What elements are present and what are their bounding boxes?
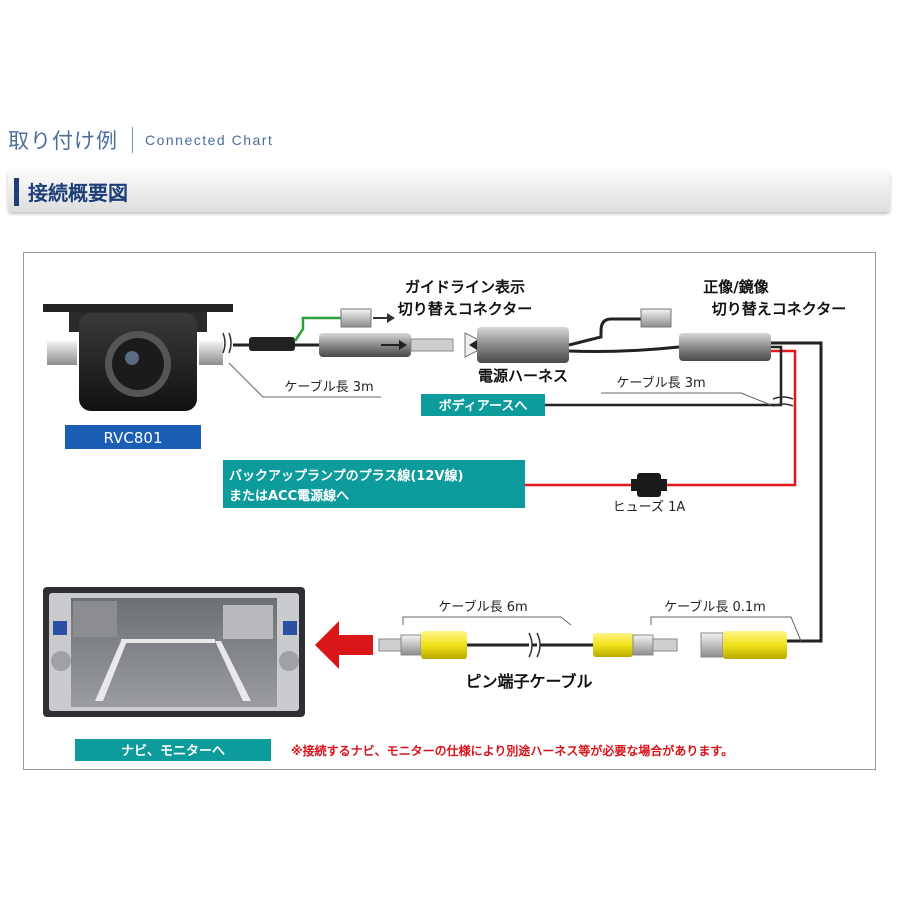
cable-harness-to-mirror xyxy=(568,345,680,353)
section-accent xyxy=(14,178,19,206)
fuse-label: ヒューズ 1A xyxy=(613,499,686,515)
connect-arrow-right xyxy=(399,340,407,350)
wire-red xyxy=(661,349,797,487)
header-title-jp: 取り付け例 xyxy=(8,129,118,153)
camera-screw-right xyxy=(199,341,223,365)
guideline-connector-plug xyxy=(340,308,372,328)
body-earth-label: ボディアースへ xyxy=(439,398,528,414)
monitor-button-right xyxy=(283,621,297,635)
red-arrow-icon xyxy=(315,621,373,669)
rca-female-connector xyxy=(700,631,787,659)
guide-line-right xyxy=(215,641,251,701)
fuse-holder xyxy=(631,479,667,491)
camera-lens-glint xyxy=(125,351,139,365)
wire-black-earth xyxy=(545,345,783,407)
rca-coupler-ring xyxy=(632,634,654,656)
rca-coupler-body-left xyxy=(593,633,633,657)
page-header: 取り付け例 Connected Chart xyxy=(8,124,273,156)
guide-line-left xyxy=(95,641,127,701)
camera-connector-pin xyxy=(410,338,454,352)
camera-lens xyxy=(112,338,164,390)
camera-label-box xyxy=(65,425,201,449)
leader-01m xyxy=(650,616,802,642)
camera-rvc801 xyxy=(43,304,233,411)
section-title: 接続概要図 xyxy=(28,181,128,205)
cable-break-mark xyxy=(222,332,232,354)
guideline-connector-label-1: ガイドライン表示 xyxy=(405,278,525,296)
mirror-connector-plug xyxy=(640,308,672,328)
tune-knob xyxy=(279,651,299,671)
cable-break-mark-2 xyxy=(772,396,794,407)
cable-length-6m-label: ケーブル長 6m xyxy=(438,599,527,615)
cable-harness xyxy=(568,317,641,347)
rca-male-plug xyxy=(378,631,467,659)
camera-mount-bracket xyxy=(43,304,233,312)
rca-break-mark xyxy=(528,632,541,658)
camera-label: RVC801 xyxy=(104,429,163,447)
cable-length-camera-label: ケーブル長 3m xyxy=(284,379,373,395)
screen-car-left xyxy=(73,601,117,637)
connect-arrow-left xyxy=(469,340,477,350)
rca-plug-pin xyxy=(378,638,402,652)
body-earth-label-box xyxy=(421,394,545,416)
header-title-en: Connected Chart xyxy=(145,132,274,148)
rca-female-ring xyxy=(700,632,724,658)
mirror-connector-label-1: 正像/鏡像 xyxy=(703,278,769,296)
volume-knob xyxy=(51,651,71,671)
rca-female-body xyxy=(723,631,787,659)
leader-6m xyxy=(402,616,572,626)
camera-screw-left xyxy=(47,341,77,365)
cable-length-harness-label: ケーブル長 3m xyxy=(616,375,705,391)
section-header: 接続概要図 xyxy=(8,170,890,212)
rca-coupler xyxy=(593,633,678,657)
power-harness-label: 電源ハーネス xyxy=(478,367,568,385)
power-harness-connector xyxy=(477,327,569,363)
mirror-connector-label-2: 切り替えコネクター xyxy=(712,300,846,318)
wiring-diagram: RVC801 ガイドライン表示 切り替えコネクター 正像/鏡像 切り替えコネクタ… xyxy=(23,252,876,770)
guideline-connector-label-2: 切り替えコネクター xyxy=(398,300,532,318)
wiring-diagram-svg: RVC801 ガイドライン表示 切り替えコネクター 正像/鏡像 切り替えコネクタ… xyxy=(43,278,846,761)
cable-length-01m-label: ケーブル長 0.1m xyxy=(664,599,766,615)
backup-lamp-label-2: またはACC電源線へ xyxy=(229,488,349,504)
pin-cable-label: ピン端子ケーブル xyxy=(465,672,592,691)
navi-monitor-label: ナビ、モニターへ xyxy=(121,743,225,759)
header-divider xyxy=(132,127,133,153)
wire-green xyxy=(293,316,341,342)
rca-plug-body xyxy=(421,631,467,659)
backup-lamp-label-1: バックアップランプのプラス線(12V線) xyxy=(229,468,463,484)
guideline-arrow-head xyxy=(387,313,395,323)
leader-harness-cable xyxy=(601,392,772,406)
navi-monitor-label-box xyxy=(75,739,271,761)
camera-side-connector xyxy=(319,333,411,357)
note-text: ※接続するナビ、モニターの仕様により別途ハーネス等が必要な場合があります。 xyxy=(291,743,733,758)
cable-sleeve xyxy=(249,337,295,351)
mirror-connector xyxy=(679,333,771,361)
monitor-button-left xyxy=(53,621,67,635)
rca-plug-ring xyxy=(400,634,422,656)
backup-lamp-label-box xyxy=(223,460,525,508)
rca-coupler-pin xyxy=(652,638,678,652)
navi-monitor xyxy=(43,587,305,717)
leader-camera-cable xyxy=(228,362,381,398)
cable-to-rca xyxy=(771,341,823,643)
screen-car-right xyxy=(223,605,273,639)
